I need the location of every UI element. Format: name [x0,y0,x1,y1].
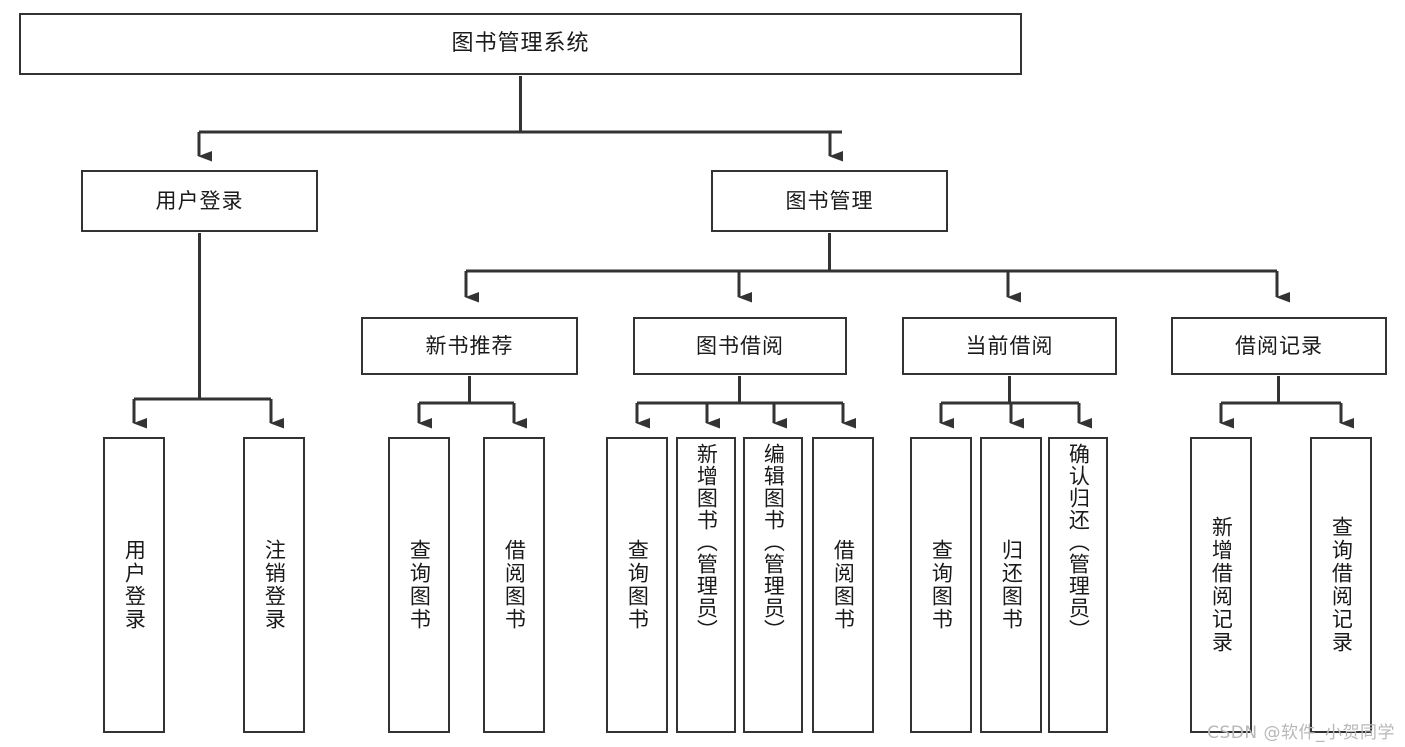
node-label: 用户登录 [122,539,147,631]
node-new-book-recommend[interactable]: 新书推荐 [361,317,578,375]
csdn-watermark: CSDN @软件_小贺同学 [1207,723,1395,743]
leaf-book-borrow-action[interactable]: 借阅图书 [812,437,874,733]
node-book-borrow[interactable]: 图书借阅 [633,317,847,375]
leaf-book-add-admin[interactable]: 新增图书（管理员） [676,437,736,733]
leaf-book-edit-admin[interactable]: 编辑图书（管理员） [743,437,803,733]
leaf-return-book[interactable]: 归还图书 [980,437,1042,733]
node-label: 用户登录 [155,188,244,213]
leaf-add-borrow-record[interactable]: 新增借阅记录 [1190,437,1252,733]
node-label: 查询图书 [929,539,954,631]
node-label: 编辑图书（管理员） [761,443,786,641]
leaf-query-borrow-record[interactable]: 查询借阅记录 [1310,437,1372,733]
node-label: 查询借阅记录 [1329,516,1354,654]
node-root-book-management-system[interactable]: 图书管理系统 [19,13,1022,75]
node-label: 查询图书 [407,539,432,631]
node-label: 查询图书 [625,539,650,631]
node-label: 借阅记录 [1235,333,1323,358]
node-label: 当前借阅 [965,333,1054,358]
node-label: 图书管理 [785,188,874,213]
leaf-current-borrow-query[interactable]: 查询图书 [910,437,972,733]
leaf-user-login[interactable]: 用户登录 [103,437,165,733]
node-label: 图书管理系统 [451,31,590,57]
node-borrow-record[interactable]: 借阅记录 [1171,317,1387,375]
leaf-new-book-borrow[interactable]: 借阅图书 [483,437,545,733]
leaf-book-borrow-query[interactable]: 查询图书 [606,437,668,733]
node-user-login[interactable]: 用户登录 [81,170,318,232]
node-label: 归还图书 [999,539,1024,631]
node-label: 新增借阅记录 [1209,516,1234,654]
node-label: 确认归还（管理员） [1066,443,1091,641]
node-label: 注销登录 [262,539,287,631]
node-label: 借阅图书 [502,539,527,631]
leaf-confirm-return-admin[interactable]: 确认归还（管理员） [1048,437,1108,733]
leaf-new-book-query[interactable]: 查询图书 [388,437,450,733]
node-label: 图书借阅 [696,333,784,358]
node-label: 新书推荐 [425,333,514,358]
node-label: 新增图书（管理员） [694,443,719,641]
node-label: 借阅图书 [831,539,856,631]
node-current-borrow[interactable]: 当前借阅 [902,317,1117,375]
node-book-management[interactable]: 图书管理 [711,170,948,232]
leaf-user-logout[interactable]: 注销登录 [243,437,305,733]
